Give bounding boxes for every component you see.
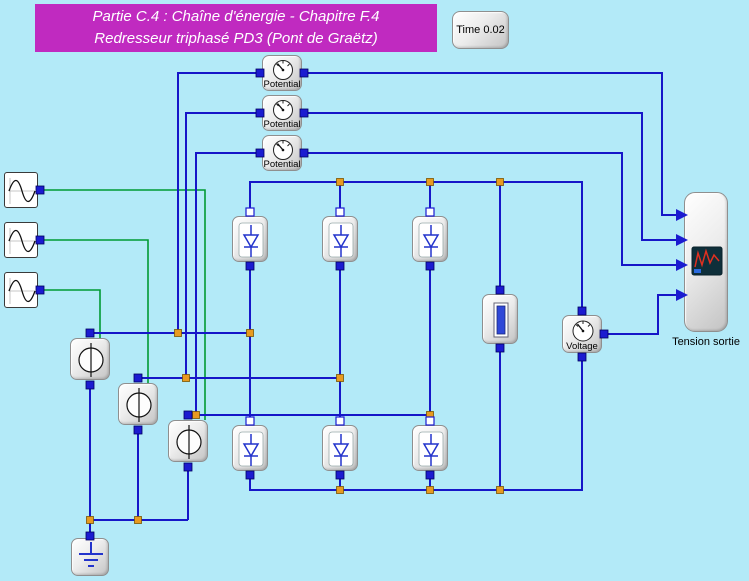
diode-icon <box>418 222 444 258</box>
voltage-source-circle-icon <box>78 343 104 377</box>
title-line-2: Redresseur triphasé PD3 (Pont de Graëtz) <box>94 30 378 47</box>
diode-icon <box>328 431 354 467</box>
diode-bottom-2[interactable] <box>322 425 358 471</box>
title-banner[interactable]: Partie C.4 : Chaîne d'énergie - Chapitre… <box>35 4 437 52</box>
title-line-1: Partie C.4 : Chaîne d'énergie - Chapitre… <box>92 8 380 25</box>
connector-pins <box>35 68 609 541</box>
diode-icon <box>418 431 444 467</box>
potential-sensor-2[interactable]: Potential <box>262 95 302 131</box>
gauge-icon <box>273 60 293 80</box>
time-display-block[interactable]: Time 0.02 <box>452 11 509 49</box>
load-resistor[interactable] <box>482 294 518 344</box>
diode-top-3[interactable] <box>412 216 448 262</box>
voltage-sensor[interactable]: Voltage <box>562 315 602 353</box>
diode-icon <box>238 431 264 467</box>
potential-sensor-3[interactable]: Potential <box>262 135 302 171</box>
scope-caption: Tension sortie <box>672 336 740 348</box>
diode-icon <box>238 222 264 258</box>
potential-sensor-label: Potential <box>263 159 301 170</box>
sine-wave-icon <box>8 178 36 204</box>
resistor-icon <box>493 302 509 338</box>
voltage-sensor-label: Voltage <box>566 341 598 352</box>
gauge-icon <box>273 140 293 160</box>
scope-block[interactable] <box>684 192 728 332</box>
sine-wave-icon <box>8 278 36 304</box>
ground-icon <box>79 542 103 567</box>
diode-bottom-3[interactable] <box>412 425 448 471</box>
ground-block[interactable] <box>71 538 109 576</box>
gauge-icon <box>572 320 594 342</box>
gauge-icon <box>273 100 293 120</box>
potential-sensor-label: Potential <box>263 119 301 130</box>
electrical-wires <box>89 72 684 536</box>
diode-bottom-1[interactable] <box>232 425 268 471</box>
voltage-source-circle-icon <box>176 425 202 459</box>
diode-top-2[interactable] <box>322 216 358 262</box>
potential-sensor-1[interactable]: Potential <box>262 55 302 91</box>
sine-generator-3[interactable] <box>4 272 38 308</box>
sine-generator-2[interactable] <box>4 222 38 258</box>
voltage-source-2[interactable] <box>118 383 158 425</box>
oscilloscope-screen-icon <box>691 246 723 276</box>
sine-wave-icon <box>8 228 36 254</box>
voltage-source-3[interactable] <box>168 420 208 462</box>
sine-generator-1[interactable] <box>4 172 38 208</box>
diode-top-1[interactable] <box>232 216 268 262</box>
potential-sensor-label: Potential <box>263 79 301 90</box>
voltage-source-circle-icon <box>126 388 152 422</box>
time-value: Time 0.02 <box>456 24 505 36</box>
voltage-source-1[interactable] <box>70 338 110 380</box>
diode-icon <box>328 222 354 258</box>
